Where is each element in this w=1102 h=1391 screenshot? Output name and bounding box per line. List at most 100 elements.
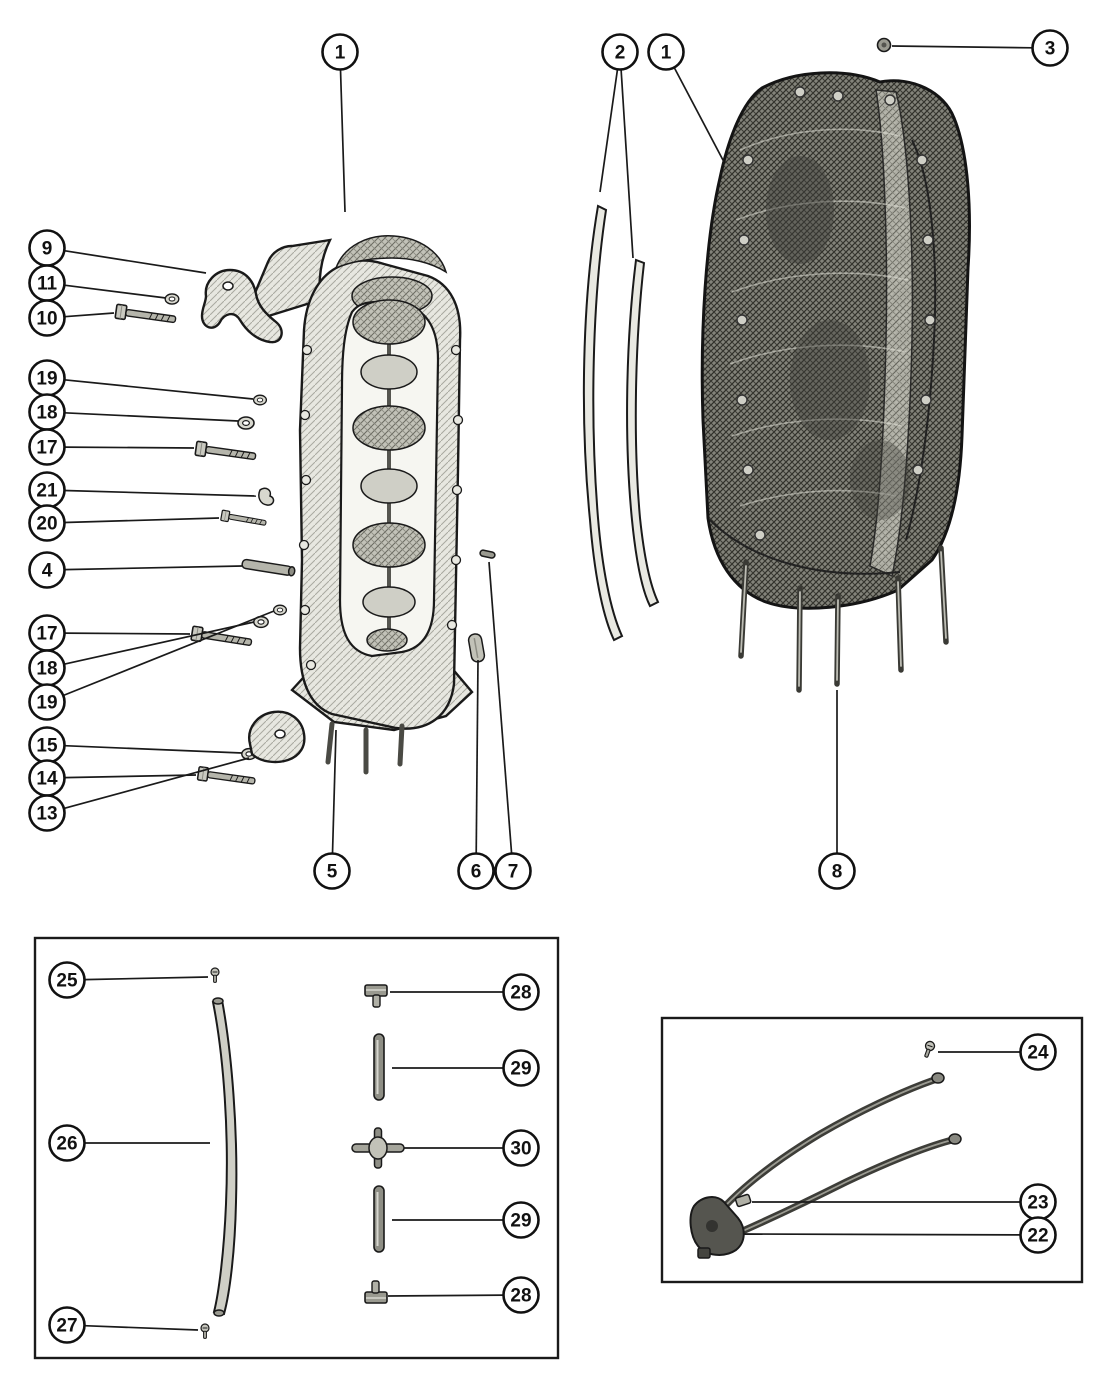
inset-box-seals — [33, 936, 560, 1360]
fitting-28-bottom — [364, 1280, 388, 1304]
callout-circle-5-19 — [313, 852, 351, 890]
callout-leader-17-13 — [64, 632, 191, 635]
callout-circle-6-20 — [457, 852, 495, 890]
callout-label-3-3: 3 — [1045, 39, 1056, 60]
block-bottom-contour — [709, 519, 901, 575]
callout-label-18-8: 18 — [36, 403, 57, 424]
callout-leader-1-2 — [673, 67, 725, 163]
callout-circle-27-25 — [48, 1306, 86, 1344]
callout-label-20-11: 20 — [36, 514, 57, 535]
callout-leader-2-1 — [620, 69, 634, 259]
callout-leader-25-23 — [84, 976, 209, 981]
callout-circle-2-1 — [601, 33, 639, 71]
callout-leader-1-0 — [339, 69, 346, 213]
callout-label-17-13: 17 — [36, 624, 57, 645]
callout-leader-18-8 — [64, 411, 239, 422]
cylinder-block-illustration — [700, 71, 971, 693]
crankshaft-illustration — [352, 299, 426, 652]
callout-leader-19-7 — [64, 378, 254, 400]
callout-leader-18-14 — [63, 621, 255, 666]
lockwasher-19-lower — [272, 604, 288, 616]
callout-circle-3-3 — [1031, 29, 1069, 67]
callout-leader-3-3 — [891, 45, 1033, 49]
gasket-strip-short — [626, 258, 660, 608]
screw-27 — [200, 1323, 210, 1340]
block-shadow-patches — [766, 156, 910, 520]
fitting-28-top — [364, 984, 388, 1008]
callout-circle-7-21 — [494, 852, 532, 890]
callout-label-17-9: 17 — [36, 438, 57, 459]
bolt-10 — [114, 303, 178, 328]
callout-circle-30-28 — [502, 1129, 540, 1167]
callout-circle-19-15 — [28, 683, 66, 721]
callout-label-28-30: 28 — [510, 1286, 531, 1307]
block-bolt-bosses — [736, 86, 936, 541]
callout-leader-13-18 — [63, 757, 250, 810]
callout-circle-20-11 — [28, 504, 66, 542]
callout-label-27-25: 27 — [56, 1316, 77, 1337]
callout-circle-29-27 — [502, 1049, 540, 1087]
screw-25 — [210, 967, 220, 984]
callout-label-1-2: 1 — [661, 43, 672, 64]
seal-strip-26 — [211, 997, 238, 1317]
dowel-pin-4 — [241, 558, 296, 577]
callout-label-26-24: 26 — [56, 1134, 77, 1155]
pin-29-top — [373, 1033, 385, 1101]
check-valve-30 — [351, 1127, 405, 1169]
callout-leader-9-4 — [64, 249, 207, 274]
callout-leader-6-20 — [475, 659, 479, 854]
callout-label-30-28: 30 — [510, 1139, 531, 1160]
callout-circle-28-30 — [502, 1276, 540, 1314]
callout-circle-1-0 — [321, 33, 359, 71]
callout-leader-2-1 — [599, 69, 619, 193]
bolt-17-upper — [194, 440, 258, 465]
block-studs — [738, 545, 949, 693]
callout-label-22-33: 22 — [1027, 1226, 1048, 1247]
end-cap-gaskets — [582, 204, 660, 642]
callout-leader-10-6 — [64, 312, 115, 318]
callout-label-29-29: 29 — [510, 1211, 531, 1232]
hose-end-lower — [948, 1133, 962, 1145]
callout-label-18-14: 18 — [36, 659, 57, 680]
callout-leader-11-5 — [64, 284, 167, 299]
crankcase-studs — [325, 721, 405, 775]
callout-label-7-21: 7 — [508, 862, 519, 883]
callout-leader-28-30 — [387, 1294, 504, 1297]
block-edge-line — [905, 139, 937, 541]
callout-label-21-10: 21 — [36, 481, 58, 502]
callout-label-28-26: 28 — [510, 983, 531, 1004]
hose-fitting-22 — [689, 1196, 745, 1259]
crankcase-top-cap — [334, 235, 448, 274]
callout-label-5-19: 5 — [327, 862, 338, 883]
callout-label-10-6: 10 — [36, 309, 57, 330]
callout-circle-26-24 — [48, 1124, 86, 1162]
inset-box-hoses — [660, 1016, 1084, 1284]
callout-label-14-17: 14 — [36, 769, 58, 790]
callout-circle-24-31 — [1019, 1033, 1057, 1071]
callout-label-2-1: 2 — [615, 43, 626, 64]
callout-leader-19-15 — [62, 610, 275, 697]
callout-circle-13-18 — [28, 794, 66, 832]
gasket-strip-long — [582, 204, 624, 642]
pin-29-bottom — [373, 1185, 385, 1253]
callout-label-8-22: 8 — [832, 862, 843, 883]
callout-leader-7-21 — [488, 561, 513, 854]
callout-circle-17-9 — [28, 428, 66, 466]
bracket-clamp-lower — [248, 710, 306, 764]
washer-18-upper — [237, 416, 255, 430]
callout-circle-28-26 — [502, 973, 540, 1011]
callout-leader-5-19 — [331, 729, 337, 854]
callout-label-15-16: 15 — [36, 736, 58, 757]
callout-leader-20-11 — [64, 517, 220, 524]
callout-circle-1-2 — [647, 33, 685, 71]
callout-leader-17-9 — [64, 446, 195, 449]
callout-label-25-23: 25 — [56, 971, 78, 992]
callout-label-13-18: 13 — [36, 804, 57, 825]
callout-label-29-27: 29 — [510, 1059, 531, 1080]
washer-11 — [164, 293, 180, 305]
callout-leader-22-33 — [743, 1233, 1021, 1236]
block-right-ridge — [869, 89, 914, 578]
callout-label-6-20: 6 — [471, 862, 482, 883]
